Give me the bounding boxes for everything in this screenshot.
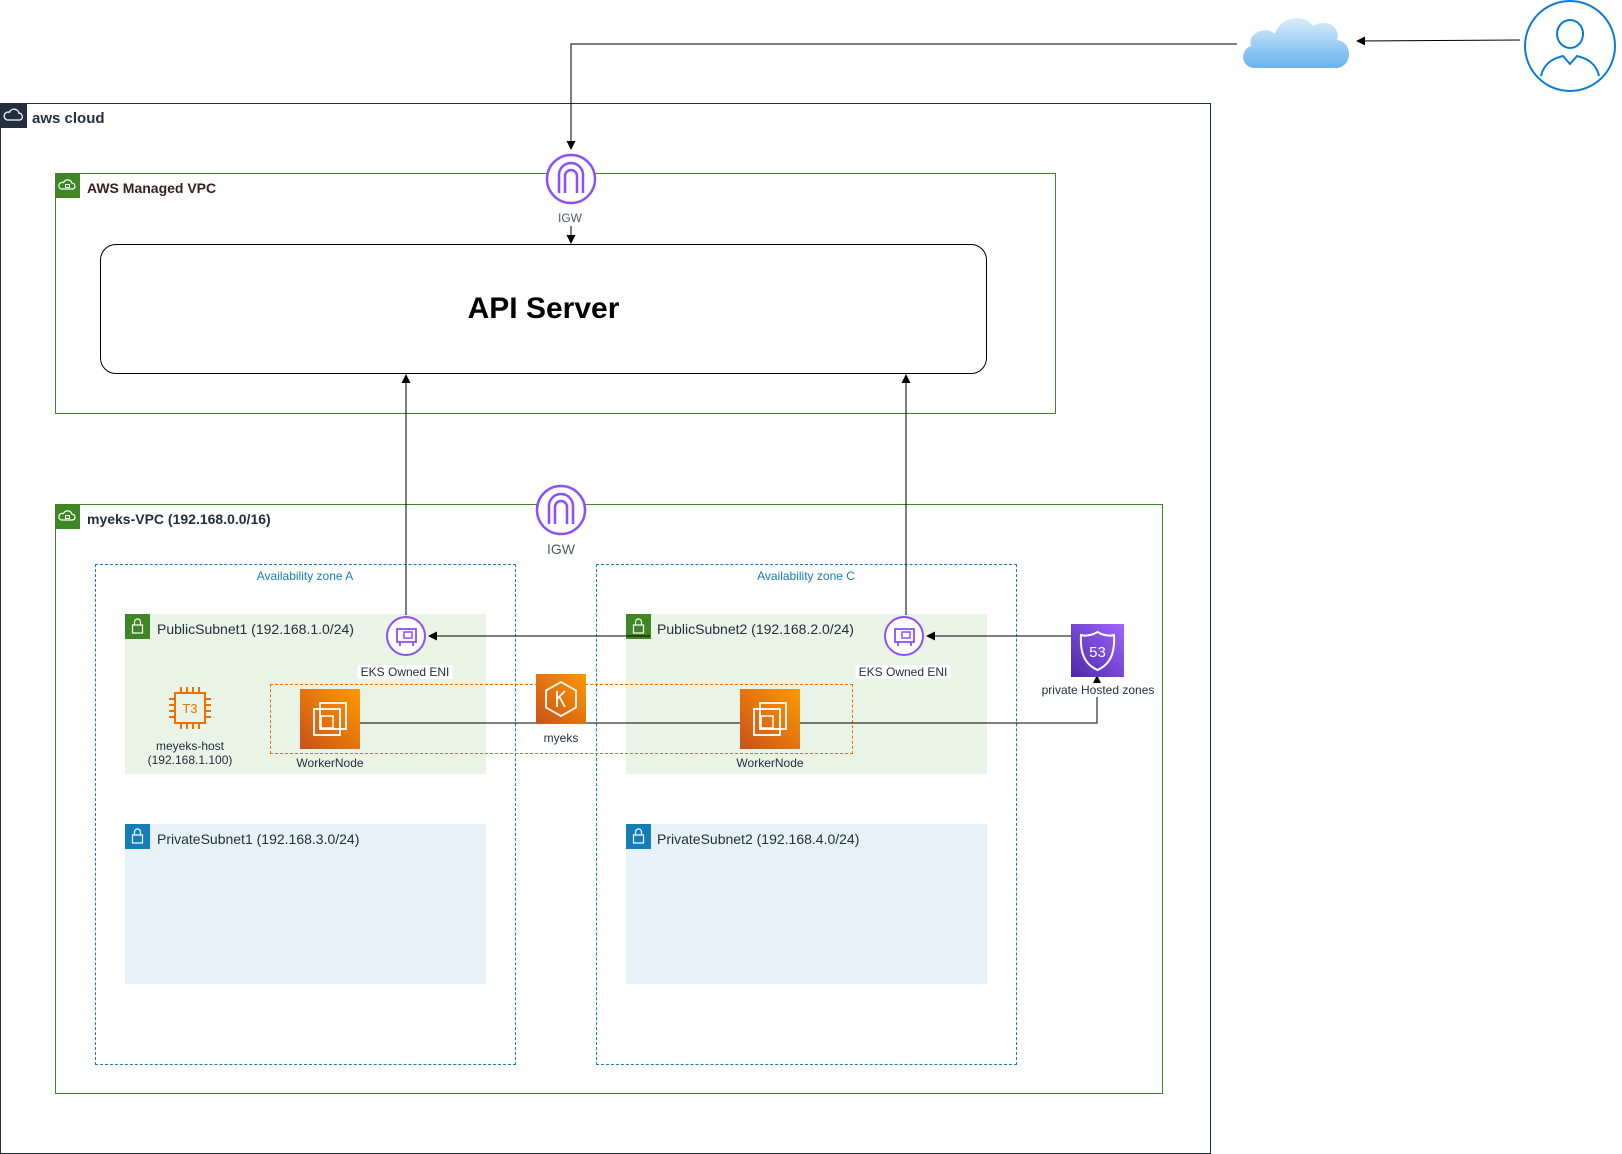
igw-top-label: IGW (558, 211, 582, 225)
igw-vpc-label: IGW (547, 541, 575, 557)
igw-icon (535, 484, 587, 536)
host-ip-label: (192.168.1.100) (147, 753, 233, 767)
public-subnet-2-label: PublicSubnet2 (192.168.2.0/24) (657, 621, 854, 637)
eni-icon (884, 616, 924, 656)
cloud-group-icon (0, 103, 27, 128)
az-a-label: Availability zone A (256, 569, 354, 583)
ec2-icon (740, 689, 800, 749)
az-c-label: Availability zone C (757, 569, 855, 583)
myeks-vpc-label: myeks-VPC (192.168.0.0/16) (87, 511, 271, 527)
internet-to-igw-arrow (566, 43, 1237, 150)
host-name-label: meyeks-host (155, 739, 225, 753)
t3-badge: T3 (182, 701, 197, 716)
user-icon (1524, 0, 1616, 92)
worker-to-route53-arrow (360, 675, 1102, 724)
api-server-label: API Server (467, 292, 620, 325)
eni-1-label: EKS Owned ENI (357, 665, 453, 679)
private-subnet-1-label: PrivateSubnet1 (192.168.3.0/24) (157, 831, 360, 847)
route53-icon: 53 (1071, 624, 1124, 677)
worker-1-label: WorkerNode (296, 756, 364, 770)
aws-managed-vpc-label: AWS Managed VPC (87, 180, 217, 196)
ec2-icon (300, 689, 360, 749)
api-server: API Server (100, 244, 987, 374)
eni-2-label: EKS Owned ENI (855, 665, 951, 679)
route53-badge: 53 (1089, 644, 1106, 661)
lock-icon (626, 614, 651, 639)
private-subnet-2 (626, 824, 987, 984)
igw-icon (545, 153, 597, 205)
availability-zone-c (596, 564, 1017, 1065)
private-subnet-2-label: PrivateSubnet2 (192.168.4.0/24) (657, 831, 860, 847)
eni-icon (386, 616, 426, 656)
availability-zone-a (95, 564, 516, 1065)
t3-instance-icon: T3 (169, 687, 211, 729)
cloud-icon (1243, 18, 1349, 68)
public-subnet-1-label: PublicSubnet1 (192.168.1.0/24) (157, 621, 354, 637)
lock-icon (125, 824, 150, 849)
aws-cloud-label: aws cloud (32, 110, 105, 127)
eks-icon (536, 674, 586, 724)
worker-2-label: WorkerNode (736, 756, 804, 770)
route53-label: private Hosted zones (1039, 683, 1157, 697)
eks-label: myeks (543, 731, 579, 745)
public-subnet-2 (626, 614, 987, 774)
lock-icon (125, 614, 150, 639)
vpc-cloud-lock-icon (55, 504, 80, 529)
private-subnet-1 (125, 824, 486, 984)
vpc-cloud-lock-icon (55, 173, 80, 198)
user-to-internet-arrow (1356, 36, 1521, 46)
myeks-vpc-group (55, 504, 1163, 1094)
lock-icon (626, 824, 651, 849)
